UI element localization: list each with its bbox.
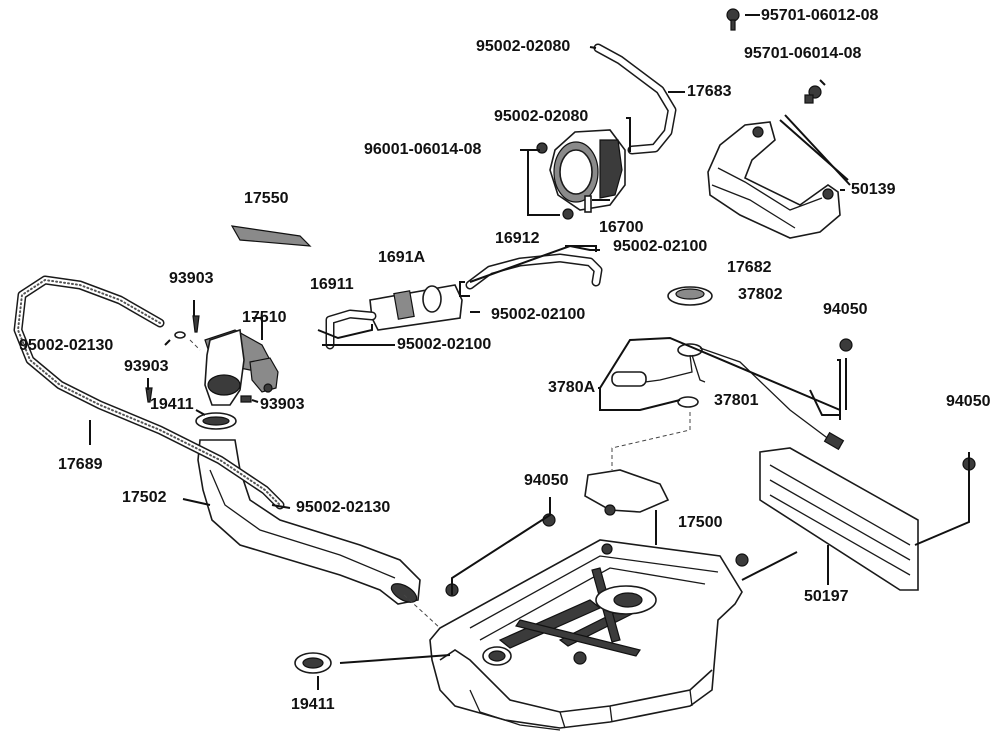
part-label-16912[interactable]: 16912 [495, 230, 540, 247]
part-label-95002-02100-c[interactable]: 95002-02100 [397, 336, 492, 353]
part-label-17682[interactable]: 17682 [727, 259, 772, 276]
part-label-19411-a[interactable]: 19411 [150, 396, 194, 413]
hose-17683 [593, 43, 677, 155]
part-label-50197[interactable]: 50197 [804, 588, 849, 605]
part-label-93903-a[interactable]: 93903 [169, 270, 214, 287]
part-label-17689[interactable]: 17689 [58, 456, 103, 473]
filler-tube-drawing [197, 439, 421, 605]
part-label-95701-06012-08[interactable]: 95701-06012-08 [761, 7, 879, 24]
part-label-50139[interactable]: 50139 [851, 181, 896, 198]
part-label-94050-a[interactable]: 94050 [823, 301, 868, 318]
part-label-17550[interactable]: 17550 [244, 190, 289, 207]
fuel-filter-drawing [325, 284, 463, 350]
part-label-94050-b[interactable]: 94050 [946, 393, 991, 410]
part-label-16911[interactable]: 16911 [310, 276, 354, 293]
part-label-93903-c[interactable]: 93903 [260, 396, 305, 413]
part-label-93903-b[interactable]: 93903 [124, 358, 169, 375]
clamp-19411 [294, 652, 332, 674]
part-label-37801[interactable]: 37801 [714, 392, 759, 409]
gasket-17550 [230, 225, 312, 247]
filler-inlet-drawing [145, 315, 279, 430]
part-label-95002-02100-b[interactable]: 95002-02100 [491, 306, 586, 323]
hose-16912 [465, 253, 603, 290]
fuel-pump-drawing [536, 129, 626, 220]
part-label-17502[interactable]: 17502 [122, 489, 167, 506]
fuel-tank-drawing [429, 539, 749, 731]
part-label-19411-b[interactable]: 19411 [291, 696, 335, 713]
part-label-95002-02080-top[interactable]: 95002-02080 [476, 38, 571, 55]
part-label-17510[interactable]: 17510 [242, 309, 287, 326]
part-label-95002-02080-mid[interactable]: 95002-02080 [494, 108, 589, 125]
fuel-sender-drawing [584, 343, 845, 516]
part-label-1691A[interactable]: 1691A [378, 249, 426, 266]
panel-50197 [445, 338, 976, 597]
part-label-95002-02130-a[interactable]: 95002-02130 [19, 337, 114, 354]
part-label-17683[interactable]: 17683 [687, 83, 732, 100]
vent-hose-17689 [13, 275, 285, 510]
part-label-3780A[interactable]: 3780A [548, 379, 596, 396]
part-label-37802[interactable]: 37802 [738, 286, 783, 303]
ring-37802 [667, 286, 713, 306]
part-label-95002-02130-b[interactable]: 95002-02130 [296, 499, 391, 516]
part-label-17500[interactable]: 17500 [678, 514, 723, 531]
part-label-95701-06014-08[interactable]: 95701-06014-08 [744, 45, 862, 62]
part-label-16700[interactable]: 16700 [599, 219, 644, 236]
bracket-50139 [707, 8, 841, 239]
part-label-95002-02100-a[interactable]: 95002-02100 [613, 238, 708, 255]
leader-lines [89, 14, 970, 690]
part-label-94050-c[interactable]: 94050 [524, 472, 569, 489]
part-label-96001-06014-08[interactable]: 96001-06014-08 [364, 141, 482, 158]
